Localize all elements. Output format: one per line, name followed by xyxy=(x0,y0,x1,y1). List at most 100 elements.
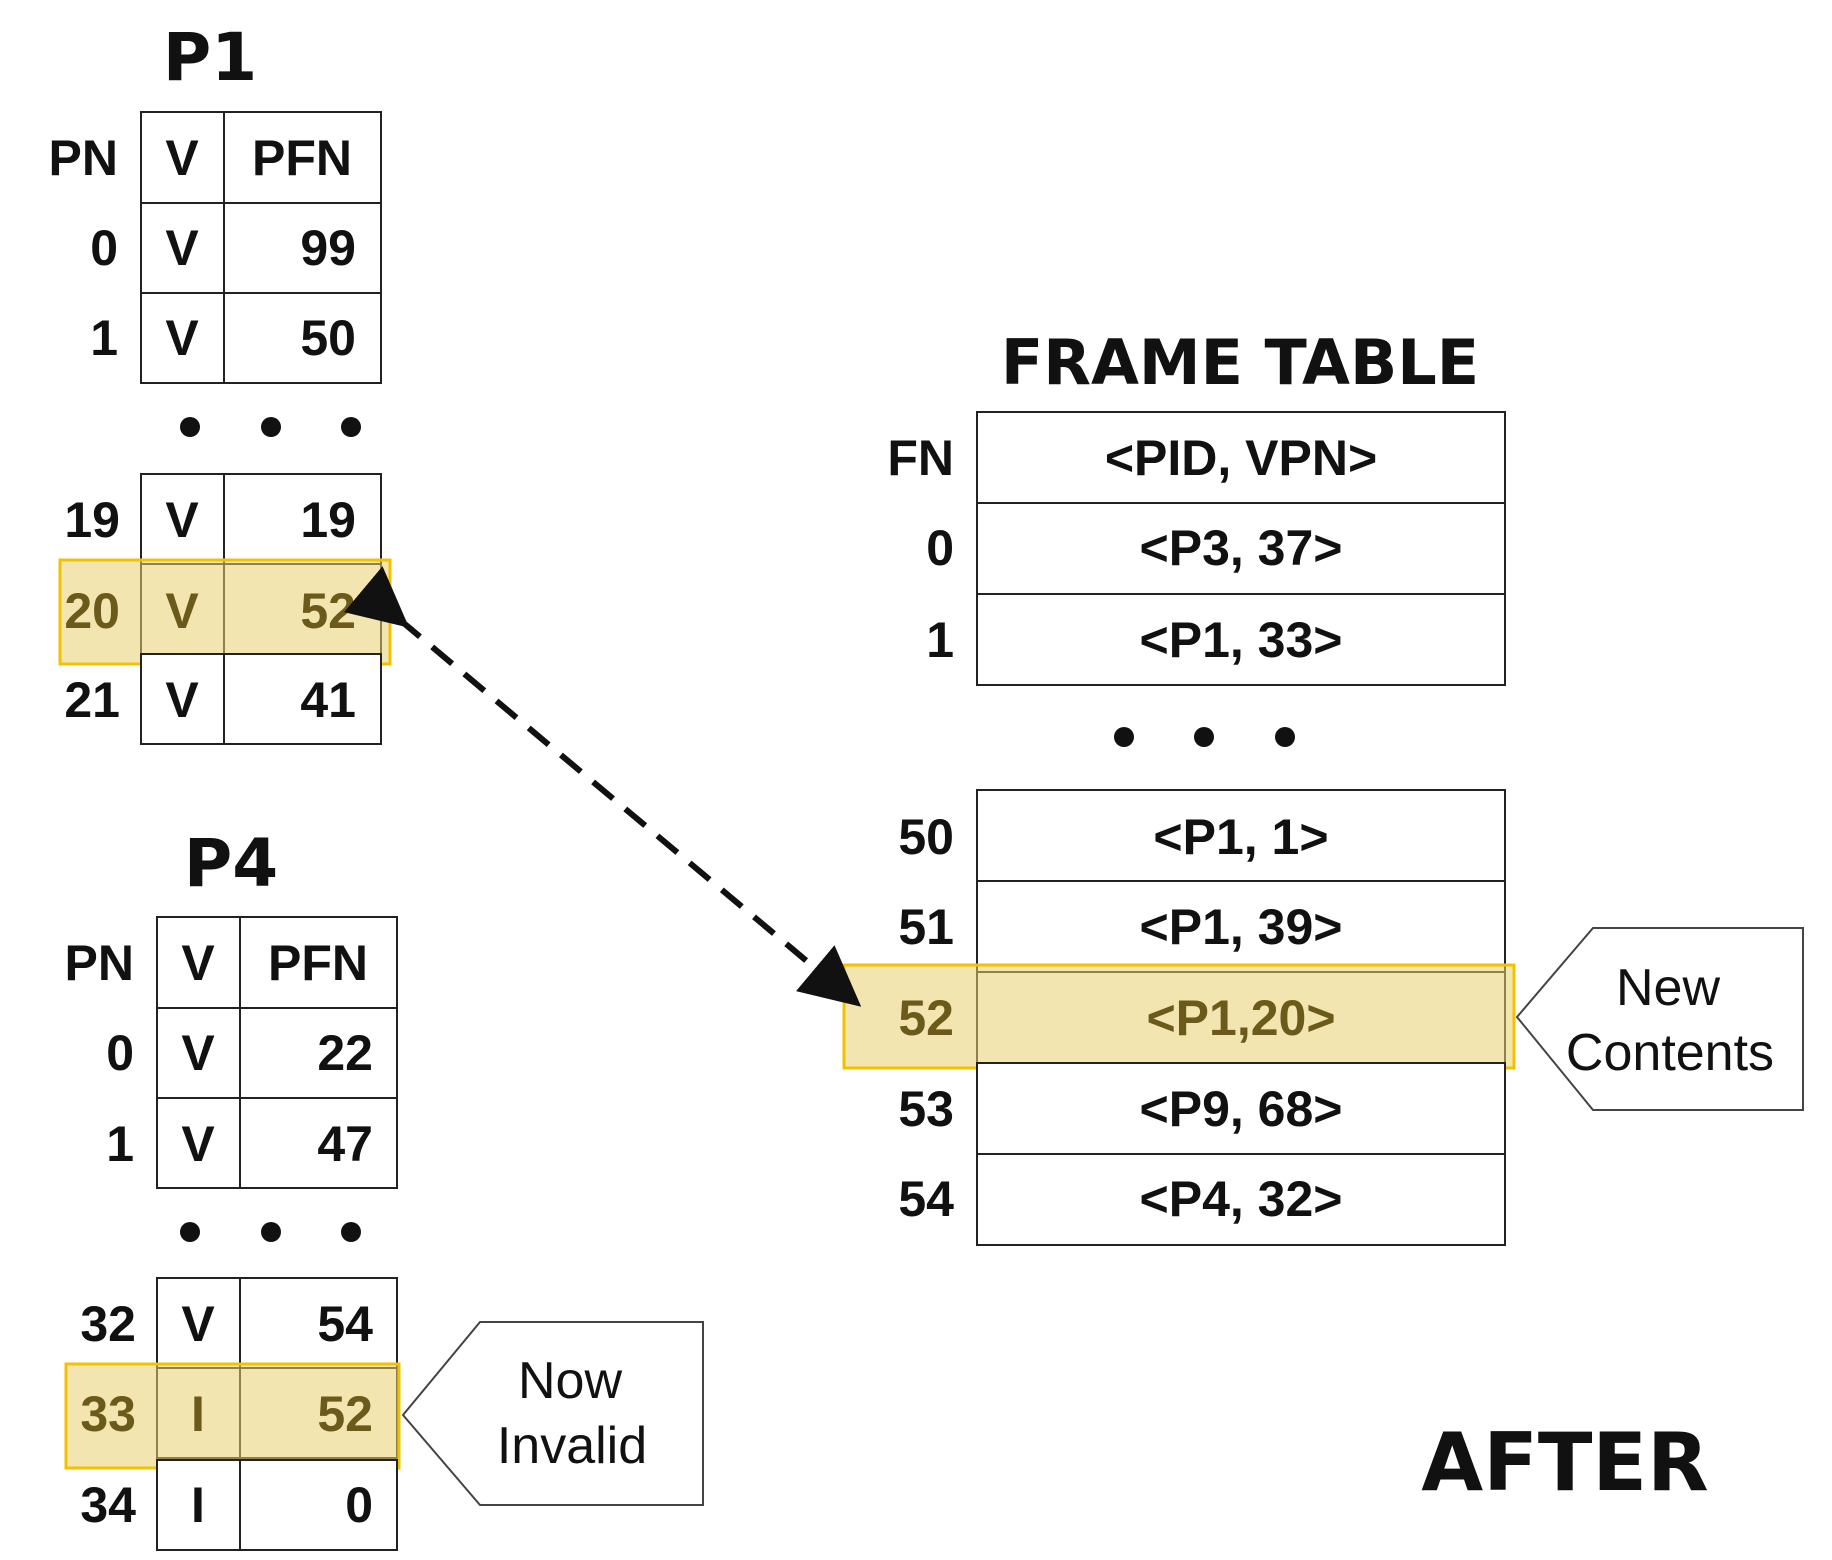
p4-row-32-pn: 32 xyxy=(80,1296,136,1352)
p1-row-1-v-cell xyxy=(140,292,225,384)
p1-row-0: 0 V 99 xyxy=(90,202,382,294)
p4-header-v: V xyxy=(181,935,215,991)
p1-row-0-pn: 0 xyxy=(90,220,118,276)
p1-row-1-pfn: 50 xyxy=(300,310,356,366)
frame-table-header-entry: <PID, VPN> xyxy=(1105,430,1377,486)
p1-header-v-cell xyxy=(140,111,225,204)
frame-row-54: 54 <P4, 32> xyxy=(898,1153,1506,1246)
p4-row-34-pfn: 0 xyxy=(345,1477,373,1533)
p1-row-20-highlighted: 20 V 52 xyxy=(58,558,392,666)
p1-row-20-pn: 20 xyxy=(64,583,120,639)
frame-row-0-fn: 0 xyxy=(926,520,954,576)
frame-row-51-cell xyxy=(976,880,1506,973)
frame-row-52-fn: 52 xyxy=(898,990,954,1046)
new-contents-line-2: Contents xyxy=(1566,1024,1774,1082)
p1-row-19: 19 V 19 xyxy=(64,473,382,565)
mapping-dashed-arrow xyxy=(343,566,862,1007)
p1-row-20-v: V xyxy=(165,583,199,639)
p4-row-33-v: I xyxy=(191,1386,205,1442)
p4-row-0-v-cell xyxy=(156,1007,241,1099)
now-invalid-line-1: Now xyxy=(518,1352,622,1410)
now-invalid-callout-shape xyxy=(401,1321,704,1506)
frame-row-54-entry: <P4, 32> xyxy=(1140,1171,1343,1227)
frame-row-50-cell xyxy=(976,789,1506,882)
frame-table-header-cell xyxy=(976,411,1506,504)
p4-header-pn: PN xyxy=(65,935,134,991)
p4-row-33-pn: 33 xyxy=(80,1386,136,1442)
p4-row-32-v-cell xyxy=(156,1277,241,1369)
frame-table: FRAME TABLE FN <PID, VPN> 0 <P3, 37> 1 <… xyxy=(842,326,1516,1246)
frame-row-54-cell xyxy=(976,1153,1506,1246)
frame-row-52-entry: <P1,20> xyxy=(1146,990,1335,1046)
p4-row-32-pfn: 54 xyxy=(317,1296,373,1352)
p4-row-34-v-cell xyxy=(156,1459,241,1551)
frame-row-1-cell xyxy=(976,593,1506,686)
frame-row-54-fn: 54 xyxy=(898,1171,954,1227)
frame-row-52-highlighted: 52 <P1,20> xyxy=(842,963,1516,1070)
p1-row-19-pfn: 19 xyxy=(300,492,356,548)
p4-row-33-highlight xyxy=(64,1362,401,1470)
p1-row-21: 21 V 41 xyxy=(64,653,382,745)
frame-row-53: 53 <P9, 68> xyxy=(898,1062,1506,1155)
new-contents-callout-shape xyxy=(1515,927,1804,1111)
stage-label: AFTER xyxy=(1421,1416,1708,1509)
p4-row-1-v-cell xyxy=(156,1097,241,1189)
p4-header-pfn: PFN xyxy=(268,935,368,991)
frame-row-0: 0 <P3, 37> xyxy=(926,502,1506,595)
p1-header-pfn-cell xyxy=(223,111,382,204)
p4-row-32-v: V xyxy=(181,1296,215,1352)
p4-row-1-v: V xyxy=(181,1116,215,1172)
p1-row-20-pfn: 52 xyxy=(300,583,356,639)
p4-title: P4 xyxy=(184,825,278,902)
frame-row-53-cell xyxy=(976,1062,1506,1155)
frame-row-1-fn: 1 xyxy=(926,612,954,668)
frame-row-50: 50 <P1, 1> xyxy=(898,789,1506,882)
p1-header-pn: PN xyxy=(49,130,118,186)
p4-row-34-pn: 34 xyxy=(80,1477,136,1533)
frame-row-1-entry: <P1, 33> xyxy=(1140,612,1343,668)
now-invalid-callout: Now Invalid xyxy=(401,1321,704,1506)
p1-row-21-pfn: 41 xyxy=(300,672,356,728)
p4-row-0: 0 V 22 xyxy=(106,1007,398,1099)
p4-row-0-pfn-cell xyxy=(239,1007,398,1099)
p4-header-v-cell xyxy=(156,916,241,1009)
p4-row-1: 1 V 47 xyxy=(106,1097,398,1189)
p4-row-32: 32 V 54 xyxy=(80,1277,398,1369)
p1-row-21-pn: 21 xyxy=(64,672,120,728)
p4-row-1-pfn-cell xyxy=(239,1097,398,1189)
p4-row-34-pfn-cell xyxy=(239,1459,398,1551)
p1-row-1: 1 V 50 xyxy=(90,292,382,384)
frame-table-ellipsis xyxy=(1114,727,1295,747)
p1-title: P1 xyxy=(163,19,257,96)
p4-row-0-pfn: 22 xyxy=(317,1025,373,1081)
frame-row-50-entry: <P1, 1> xyxy=(1153,809,1328,865)
p1-row-19-v: V xyxy=(165,492,199,548)
new-contents-line-1: New xyxy=(1616,959,1720,1017)
frame-row-53-fn: 53 xyxy=(898,1081,954,1137)
frame-row-0-entry: <P3, 37> xyxy=(1140,520,1343,576)
p1-row-21-v: V xyxy=(165,672,199,728)
frame-row-1: 1 <P1, 33> xyxy=(926,593,1506,686)
p1-ellipsis xyxy=(180,417,361,437)
frame-table-title: FRAME TABLE xyxy=(1001,326,1479,399)
new-contents-callout: New Contents xyxy=(1515,927,1804,1111)
frame-row-51-entry: <P1, 39> xyxy=(1140,899,1343,955)
p4-row-34-v: I xyxy=(191,1477,205,1533)
p1-page-table: P1 PN V PFN 0 V 99 1 V 50 xyxy=(49,19,392,745)
p4-row-33-highlighted: 33 I 52 xyxy=(64,1362,401,1470)
p1-row-1-pn: 1 xyxy=(90,310,118,366)
frame-table-header-fn: FN xyxy=(887,430,954,486)
p1-row-0-pfn-cell xyxy=(223,202,382,294)
p4-row-32-pfn-cell xyxy=(239,1277,398,1369)
now-invalid-line-2: Invalid xyxy=(497,1417,647,1475)
p4-row-1-pfn: 47 xyxy=(317,1116,373,1172)
p1-header-pfn: PFN xyxy=(252,130,352,186)
p4-row-0-pn: 0 xyxy=(106,1025,134,1081)
p1-row-0-v: V xyxy=(165,220,199,276)
frame-row-51: 51 <P1, 39> xyxy=(898,880,1506,973)
p1-row-1-v: V xyxy=(165,310,199,366)
p1-row-21-v-cell xyxy=(140,653,225,745)
p1-row-19-pfn-cell xyxy=(223,473,382,565)
p4-row-0-v: V xyxy=(181,1025,215,1081)
